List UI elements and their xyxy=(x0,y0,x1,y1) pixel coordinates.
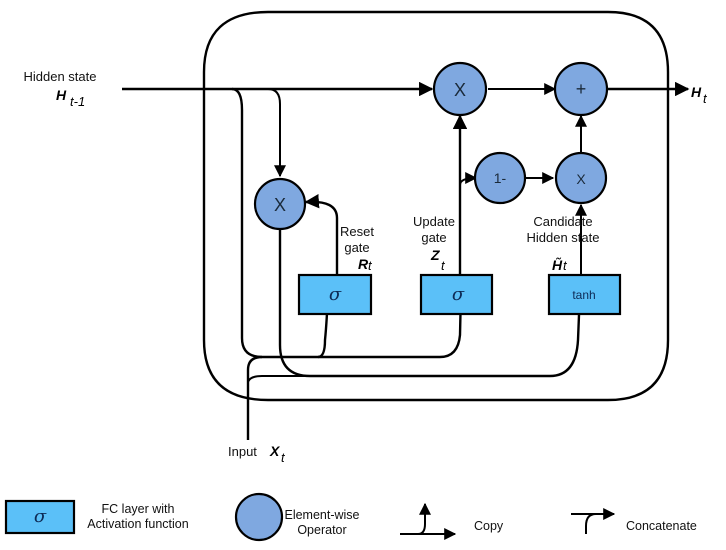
candidate-label-2: Hidden state xyxy=(527,230,600,245)
update-sigma: σ xyxy=(452,284,465,305)
update-multiply-operator: X xyxy=(432,61,488,117)
candidate-multiply-operator: X xyxy=(554,151,608,205)
legend-concatenate-label: Concatenate xyxy=(626,519,697,533)
update-gate-fc: σ xyxy=(419,273,494,316)
legend-fc-layer: σ FC layer with Activation function xyxy=(4,499,189,535)
copy-icon-branch xyxy=(417,502,431,535)
update-multiply-symbol: X xyxy=(454,80,466,100)
update-gate-sub: t xyxy=(441,258,446,273)
reset-gate-var: R xyxy=(358,256,369,272)
output-sub: t xyxy=(703,91,708,106)
legend-concatenate: Concatenate xyxy=(571,508,697,534)
candidate-var: H̃ xyxy=(552,256,563,273)
input-label: Input xyxy=(228,444,257,459)
wire-reset-gate-to-mult xyxy=(304,193,339,275)
legend-copy-label: Copy xyxy=(474,519,504,533)
candidate-multiply-symbol: X xyxy=(576,171,586,187)
wire-concat-update xyxy=(318,288,468,359)
reset-gate-label-2: gate xyxy=(344,240,369,255)
candidate-label-1: Candidate xyxy=(533,214,592,229)
hidden-state-sub: t-1 xyxy=(70,94,85,109)
legend-fc-symbol: σ xyxy=(34,506,47,527)
concat-icon-branch xyxy=(585,513,597,534)
wire-hidden-to-reset-mult xyxy=(267,88,286,178)
legend-op-line2: Operator xyxy=(297,523,346,537)
reset-multiply-symbol: X xyxy=(274,195,286,215)
hidden-state-label: Hidden state xyxy=(24,69,97,84)
wire-hidden-down-left xyxy=(231,87,263,359)
legend: σ FC layer with Activation function Elem… xyxy=(4,492,697,542)
update-gate-var: Z xyxy=(430,247,440,263)
update-gate-label-1: Update xyxy=(413,214,455,229)
cell-boundary xyxy=(202,10,670,402)
input-split-candidate xyxy=(247,375,310,383)
reset-gate-fc: σ xyxy=(297,273,373,316)
output-var: H xyxy=(691,84,702,100)
wire-concat-candidate xyxy=(310,288,587,378)
candidate-tanh: tanh xyxy=(572,288,595,302)
reset-gate-sub: t xyxy=(368,258,373,273)
update-gate-label-2: gate xyxy=(421,230,446,245)
candidate-sub: t xyxy=(563,258,568,273)
hidden-state-var: H xyxy=(56,87,67,103)
input-var: X xyxy=(269,443,281,459)
one-minus-symbol: 1- xyxy=(494,170,507,186)
input-sub: t xyxy=(281,450,286,465)
legend-operator: Element-wise Operator xyxy=(234,492,360,542)
input-line xyxy=(246,355,263,440)
candidate-fc: tanh xyxy=(547,273,622,316)
legend-fc-line1: FC layer with xyxy=(102,502,175,516)
legend-copy: Copy xyxy=(400,502,504,540)
reset-sigma: σ xyxy=(329,284,342,305)
one-minus-operator: 1- xyxy=(473,151,527,205)
legend-op-line1: Element-wise xyxy=(284,508,359,522)
wire-update-to-one-minus xyxy=(459,172,478,186)
reset-gate-label-1: Reset xyxy=(340,224,374,239)
add-symbol: + xyxy=(576,79,587,99)
legend-fc-line2: Activation function xyxy=(87,517,188,531)
reset-multiply-operator: X xyxy=(253,177,307,231)
add-operator: + xyxy=(553,61,609,117)
